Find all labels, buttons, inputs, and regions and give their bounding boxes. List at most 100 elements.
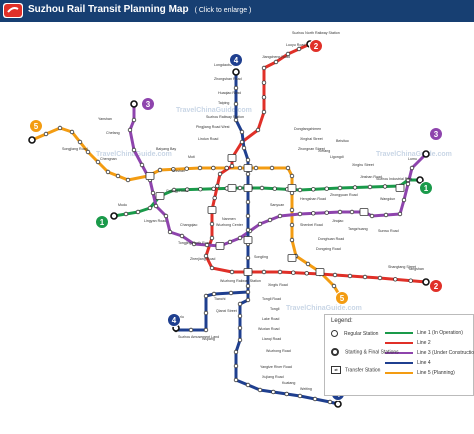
station-dot[interactable] (271, 389, 276, 395)
station-dot[interactable] (352, 185, 358, 190)
station-dot[interactable] (139, 162, 145, 168)
station-dot[interactable] (69, 129, 75, 135)
station-label[interactable]: Songling (254, 255, 268, 259)
station-label[interactable]: Wuzhong Road (266, 349, 291, 353)
station-dot[interactable] (383, 212, 389, 218)
station-label[interactable]: Dongxing Road (316, 247, 341, 251)
station-dot[interactable] (167, 229, 173, 235)
station-dot[interactable] (228, 290, 234, 296)
station-dot[interactable] (285, 51, 291, 57)
station-dot[interactable] (224, 165, 229, 171)
station-dot[interactable] (261, 95, 267, 100)
station-label[interactable]: Xujiang Road (262, 375, 284, 379)
station-label[interactable]: Suzhou Railway Station (206, 115, 244, 119)
station-dot[interactable] (408, 278, 413, 283)
station-dot[interactable] (211, 186, 216, 191)
station-dot[interactable] (405, 181, 411, 187)
station-label[interactable]: Hengshan Road (300, 197, 326, 201)
station-dot[interactable] (227, 239, 233, 245)
station-dot[interactable] (237, 325, 243, 331)
line-3-badge[interactable]: 3 (429, 127, 443, 141)
station-label[interactable]: Zhenjiang Road (190, 257, 215, 261)
station-dot[interactable] (153, 203, 159, 209)
station-label[interactable]: Zhongshan Road (214, 77, 242, 81)
station-label[interactable]: Lianqi Road (262, 337, 281, 341)
station-dot[interactable] (171, 167, 176, 172)
station-dot[interactable] (382, 184, 388, 189)
station-dot[interactable] (131, 147, 137, 153)
transfer-station[interactable] (243, 268, 253, 276)
station-dot[interactable] (157, 167, 163, 173)
station-dot[interactable] (95, 159, 101, 165)
station-label[interactable]: Tongli (270, 307, 280, 311)
station-dot[interactable] (43, 131, 49, 137)
station-dot[interactable] (362, 274, 368, 280)
station-label[interactable]: Yangtze River Road (260, 365, 292, 369)
station-dot[interactable] (115, 173, 121, 179)
station-dot[interactable] (284, 391, 289, 397)
line-1-badge[interactable]: 1 (419, 181, 433, 195)
station-label[interactable]: Weiting (300, 387, 312, 391)
station-dot[interactable] (296, 46, 302, 52)
station-dot[interactable] (377, 275, 383, 281)
station-label[interactable]: Qianxi Street (216, 309, 237, 313)
station-dot[interactable] (257, 221, 263, 227)
transfer-station[interactable] (215, 242, 225, 250)
station-label[interactable]: Shenbei Road (300, 223, 323, 227)
station-dot[interactable] (188, 327, 194, 333)
transfer-station[interactable] (359, 208, 369, 216)
station-label[interactable]: Wuxian Road (258, 327, 280, 331)
station-dot[interactable] (245, 213, 251, 219)
station-label[interactable]: Lake Road (262, 317, 279, 321)
line-2-badge[interactable]: 2 (429, 279, 443, 293)
station-dot[interactable] (233, 85, 239, 91)
transfer-station[interactable] (227, 184, 237, 192)
station-dot[interactable] (255, 127, 261, 133)
station-dot[interactable] (77, 139, 83, 145)
station-label[interactable]: Huaqiao Road (218, 91, 241, 95)
station-label[interactable]: Yanshan (98, 117, 112, 121)
station-label[interactable]: Lumu (408, 157, 417, 161)
station-dot[interactable] (191, 241, 197, 247)
station-label[interactable]: Shishan (172, 169, 185, 173)
station-label[interactable]: Lindun Road (198, 137, 218, 141)
station-dot[interactable] (332, 272, 338, 278)
station-dot[interactable] (211, 165, 216, 171)
station-dot[interactable] (171, 187, 177, 193)
station-dot[interactable] (237, 337, 243, 343)
station-label[interactable]: Xinghu Street (352, 163, 374, 167)
station-dot[interactable] (324, 210, 329, 215)
station-dot[interactable] (397, 211, 403, 217)
station-dot[interactable] (273, 59, 279, 65)
station-label[interactable]: Sunwu Road (378, 229, 399, 233)
station-dot[interactable] (272, 186, 277, 191)
station-dot[interactable] (184, 166, 189, 171)
station-label[interactable]: Tangzhuang (348, 227, 368, 231)
station-dot[interactable] (297, 393, 303, 399)
station-label[interactable]: Dongfangzhimen (294, 127, 321, 131)
station-dot[interactable] (229, 163, 235, 169)
station-label[interactable]: Tianchi (214, 297, 226, 301)
terminal-station[interactable] (422, 278, 430, 286)
station-dot[interactable] (245, 289, 251, 295)
station-dot[interactable] (233, 101, 239, 107)
station-dot[interactable] (85, 149, 91, 155)
station-dot[interactable] (203, 310, 209, 316)
station-dot[interactable] (245, 227, 251, 233)
station-dot[interactable] (212, 195, 217, 201)
line-1-badge[interactable]: 1 (95, 215, 109, 229)
station-label[interactable]: Xingfu Road (268, 283, 288, 287)
station-dot[interactable] (209, 265, 215, 271)
station-dot[interactable] (184, 187, 190, 192)
station-label[interactable]: Kuatang (282, 381, 295, 385)
line-4-badge[interactable]: 4 (229, 53, 243, 67)
station-dot[interactable] (203, 327, 209, 333)
station-label[interactable]: Suzhou North Railway Station (292, 31, 340, 35)
station-dot[interactable] (289, 237, 295, 243)
station-label[interactable]: Tongli Road (262, 297, 281, 301)
station-dot[interactable] (127, 127, 133, 133)
station-dot[interactable] (253, 165, 259, 171)
line-3-badge[interactable]: 3 (141, 97, 155, 111)
terminal-station[interactable] (232, 68, 240, 76)
station-dot[interactable] (237, 235, 243, 241)
